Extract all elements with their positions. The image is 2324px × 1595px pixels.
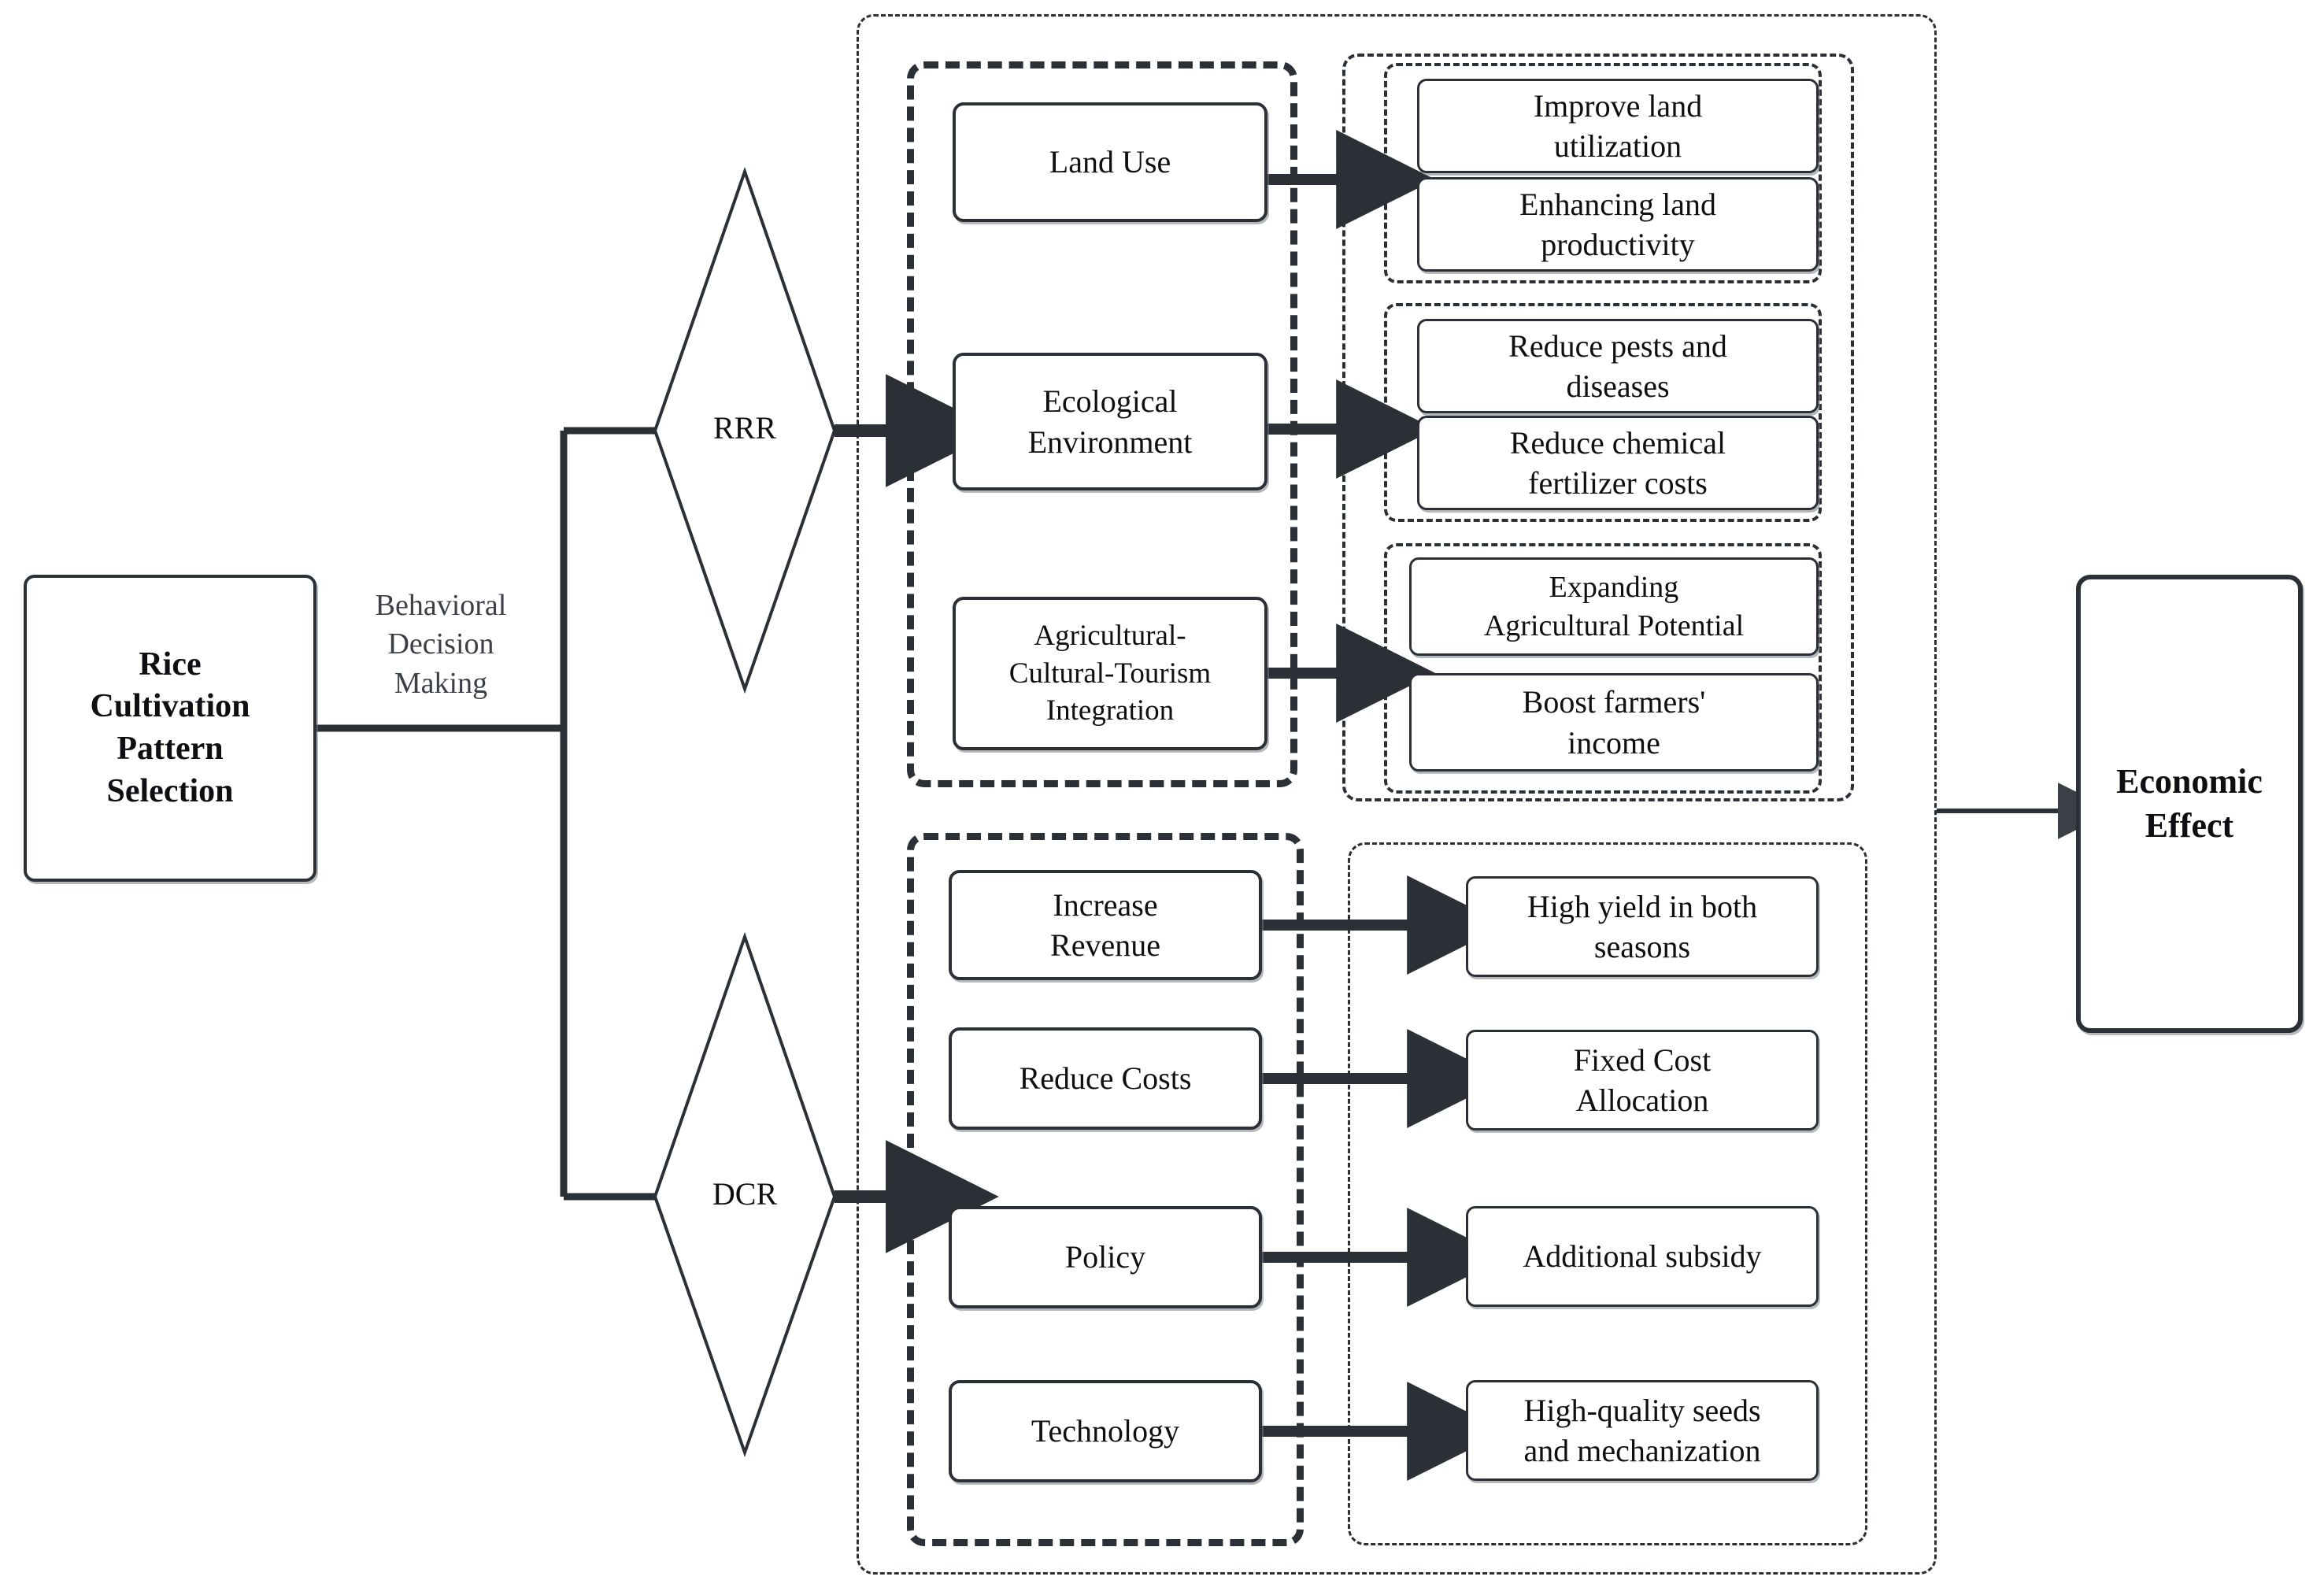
start-node-line-1: Rice [139, 646, 202, 683]
start-node-line-2: Cultivation [90, 688, 250, 725]
outcome-node-expanding-agricultural-potential[interactable]: Expanding Agricultural Potential [1409, 557, 1819, 656]
end-node-line-2: Effect [2145, 806, 2234, 845]
driver-node-reduce-costs[interactable]: Reduce Costs [949, 1027, 1262, 1130]
driver-tourism-line-2: Cultural-Tourism [1008, 657, 1212, 690]
rrr-outcome-group-ecological [1384, 303, 1822, 522]
start-node-line-3: Pattern [117, 731, 224, 767]
outcome-reduce-fert-line-2: fertilizer costs [1528, 465, 1708, 501]
outcome-node-additional-subsidy[interactable]: Additional subsidy [1466, 1206, 1819, 1307]
driver-increase-revenue-line-1: Increase [1053, 886, 1158, 923]
outcome-seeds-line-1: High-quality seeds [1523, 1392, 1761, 1428]
driver-tourism-line-1: Agricultural- [1034, 620, 1186, 653]
outcome-seeds-line-2: and mechanization [1523, 1433, 1761, 1468]
outcome-node-high-quality-seeds-and-mechanization[interactable]: High-quality seeds and mechanization [1466, 1380, 1819, 1481]
outcome-expanding-line-2: Agricultural Potential [1483, 609, 1745, 642]
rrr-outcome-group-land-use [1384, 63, 1822, 283]
edge-label-line-3: Making [394, 666, 488, 700]
driver-technology-line-1: Technology [1031, 1413, 1180, 1449]
outcome-improve-land-line-2: utilization [1553, 128, 1682, 164]
rrr-outcome-group-tourism [1384, 543, 1822, 794]
decision-diamond-rrr-label[interactable]: RRR [712, 410, 777, 446]
outcome-boost-income-line-1: Boost farmers' [1522, 684, 1706, 720]
driver-reduce-costs-line-1: Reduce Costs [1019, 1060, 1192, 1097]
outcome-boost-income-line-2: income [1567, 724, 1660, 760]
driver-node-policy[interactable]: Policy [949, 1206, 1262, 1308]
outcome-enhance-land-line-2: productivity [1541, 227, 1695, 262]
outcome-node-reduce-pests-and-diseases[interactable]: Reduce pests and diseases [1417, 319, 1819, 413]
rrr-outcomes-container [1342, 54, 1854, 801]
outcome-expanding-line-1: Expanding [1549, 570, 1679, 604]
outcome-reduce-pests-line-1: Reduce pests and [1508, 328, 1727, 364]
start-node-line-4: Selection [106, 772, 234, 809]
driver-node-land-use[interactable]: Land Use [953, 102, 1267, 222]
outcome-node-boost-farmers-income[interactable]: Boost farmers' income [1409, 673, 1819, 772]
outcome-improve-land-line-1: Improve land [1533, 87, 1703, 124]
start-node-rice-cultivation-pattern-selection[interactable]: Rice Cultivation Pattern Selection [24, 575, 316, 882]
driver-node-agricultural-cultural-tourism-integration[interactable]: Agricultural- Cultural-Tourism Integrati… [953, 597, 1267, 750]
dcr-drivers-group [907, 833, 1304, 1546]
outcome-node-reduce-chemical-fertilizer-costs[interactable]: Reduce chemical fertilizer costs [1417, 416, 1819, 510]
driver-land-use-line-1: Land Use [1049, 144, 1171, 180]
outcome-enhance-land-line-1: Enhancing land [1519, 186, 1716, 222]
driver-node-ecological-environment[interactable]: Ecological Environment [953, 353, 1267, 490]
driver-ecological-line-2: Environment [1027, 424, 1193, 460]
decision-diamond-dcr-label[interactable]: DCR [712, 1176, 778, 1212]
driver-policy-line-1: Policy [1064, 1239, 1146, 1275]
trunk-connector [316, 398, 740, 1229]
rrr-drivers-group [907, 61, 1297, 787]
outcome-node-high-yield-in-both-seasons[interactable]: High yield in both seasons [1466, 876, 1819, 977]
driver-node-increase-revenue[interactable]: Increase Revenue [949, 870, 1262, 980]
outcome-reduce-pests-line-2: diseases [1566, 368, 1670, 404]
edge-label-behavioral-decision-making: Behavioral Decision Making [315, 587, 567, 703]
outer-group-container [857, 14, 1937, 1575]
driver-tourism-line-3: Integration [1045, 694, 1175, 727]
outcome-high-yield-line-1: High yield in both [1527, 888, 1758, 924]
edge-label-line-2: Decision [387, 627, 494, 661]
outcome-node-enhancing-land-productivity[interactable]: Enhancing land productivity [1417, 177, 1819, 272]
outcome-additional-subsidy-line-1: Additional subsidy [1523, 1238, 1762, 1275]
end-node-economic-effect[interactable]: Economic Effect [2076, 575, 2303, 1033]
outcome-node-improve-land-utilization[interactable]: Improve land utilization [1417, 79, 1819, 173]
dcr-outcomes-container [1348, 842, 1867, 1545]
outcome-node-fixed-cost-allocation[interactable]: Fixed Cost Allocation [1466, 1030, 1819, 1131]
driver-ecological-line-1: Ecological [1042, 383, 1178, 420]
outcome-reduce-fert-line-1: Reduce chemical [1509, 424, 1726, 461]
driver-node-technology[interactable]: Technology [949, 1380, 1262, 1482]
driver-increase-revenue-line-2: Revenue [1050, 927, 1160, 963]
outcome-fixed-cost-line-2: Allocation [1575, 1082, 1709, 1118]
edge-label-line-1: Behavioral [375, 589, 507, 622]
outcome-fixed-cost-line-1: Fixed Cost [1573, 1042, 1712, 1078]
outcome-high-yield-line-2: seasons [1593, 929, 1691, 964]
end-node-line-1: Economic [2116, 761, 2263, 801]
